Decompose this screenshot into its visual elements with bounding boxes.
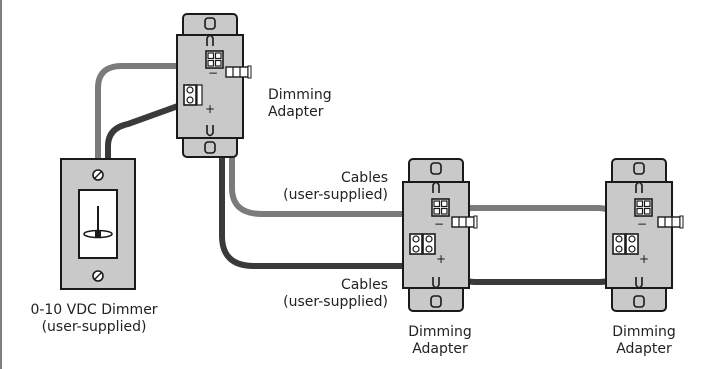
screw-slot-icon <box>430 295 442 308</box>
label-cables-upper: Cables (user-supplied) <box>266 170 388 204</box>
dimmer-toggle-icon <box>83 206 113 239</box>
label-line: (user-supplied) <box>41 319 147 335</box>
wire-dimmer-to-adapter-gray <box>95 63 199 168</box>
screw-slot-icon <box>430 162 442 175</box>
label-line: 0-10 VDC Dimmer <box>30 302 158 318</box>
label-line: Dimming <box>268 87 332 103</box>
minus-mark: − <box>637 217 647 231</box>
terminal-strip-icon <box>451 215 478 229</box>
label-line: Adapter <box>412 341 468 357</box>
terminal-strip-icon <box>225 65 252 79</box>
arch-icon <box>206 34 214 46</box>
terminal-icon <box>183 84 203 106</box>
label-line: (user-supplied) <box>283 294 388 310</box>
terminal-strip-icon <box>657 215 684 229</box>
screw-slot-icon <box>204 141 216 154</box>
dimming-adapter-top: − + <box>176 13 252 158</box>
dimmer-switch <box>60 158 136 290</box>
minus-mark: − <box>434 217 444 231</box>
label-line: Dimming <box>612 324 676 340</box>
label-line: Cables <box>340 170 388 186</box>
arch-icon <box>206 125 214 137</box>
dimming-adapter-right: − + <box>605 158 684 312</box>
label-dimming-adapter-top: Dimming Adapter <box>268 87 332 121</box>
arch-icon <box>432 277 440 289</box>
dimming-adapter-middle: − + <box>402 158 478 312</box>
screw-icon <box>92 270 104 282</box>
label-dimming-adapter-middle: Dimming Adapter <box>400 324 480 358</box>
plus-mark: + <box>436 252 446 266</box>
label-line: (user-supplied) <box>283 187 388 203</box>
connector-icon <box>634 198 653 217</box>
plus-mark: + <box>205 102 215 116</box>
label-dimmer: 0-10 VDC Dimmer (user-supplied) <box>14 302 174 336</box>
arch-icon <box>635 277 643 289</box>
connector-icon <box>205 50 224 69</box>
plus-mark: + <box>639 252 649 266</box>
screw-icon <box>92 169 104 181</box>
label-line: Adapter <box>616 341 672 357</box>
label-cables-lower: Cables (user-supplied) <box>266 277 388 311</box>
arch-icon <box>432 181 440 193</box>
arch-icon <box>635 181 643 193</box>
label-line: Dimming <box>408 324 472 340</box>
screw-slot-icon <box>204 17 216 30</box>
connector-icon <box>431 198 450 217</box>
label-line: Adapter <box>268 104 324 120</box>
screw-slot-icon <box>633 295 645 308</box>
terminal-icon <box>409 233 436 255</box>
label-dimming-adapter-right: Dimming Adapter <box>604 324 684 358</box>
minus-mark: − <box>208 66 218 80</box>
screw-slot-icon <box>633 162 645 175</box>
label-line: Cables <box>340 277 388 293</box>
terminal-icon <box>612 233 639 255</box>
